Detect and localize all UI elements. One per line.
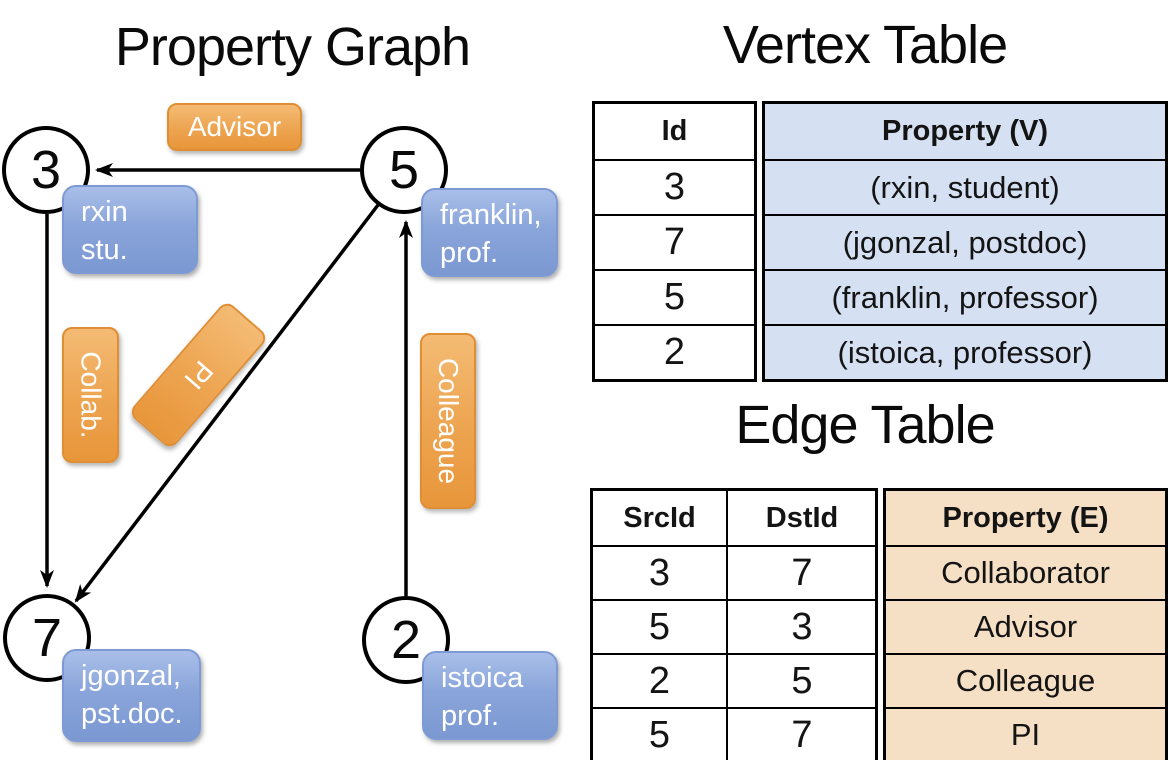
vertex-property-box-7: jgonzal, pst.doc. [62, 649, 201, 742]
edge-table-title: Edge Table [735, 395, 995, 455]
edge-table-dst-cell: 7 [726, 707, 876, 760]
vertex-table-property-cell: (jgonzal, postdoc) [765, 214, 1165, 269]
vertex-node-7-id: 7 [31, 608, 63, 668]
vertex-node-5: 5 [360, 126, 448, 214]
vertex-table-id-cell: 2 [595, 324, 754, 379]
edge-label-pi-text: PI [178, 355, 220, 396]
edge-label-colleague: Colleague [420, 333, 476, 509]
vertex-property-box-5: franklin, prof. [421, 188, 558, 277]
vertex-property-7-line1: jgonzal, [81, 660, 181, 692]
edge-table-dst-cell: 7 [726, 545, 876, 599]
graph-edges-layer [40, 163, 413, 603]
vertex-node-2-id: 2 [390, 610, 422, 670]
vertex-property-box-3: rxin stu. [62, 185, 198, 274]
edge-table-header-dstid: DstId [726, 491, 876, 545]
edge-table-property-cell: PI [886, 707, 1165, 760]
vertex-table-id-cell: 3 [595, 159, 754, 214]
vertex-property-5-line2: prof. [440, 237, 499, 269]
edge-table-property-column: Property (E) Collaborator Advisor Collea… [883, 488, 1168, 760]
edge-arrow-5-to-7 [74, 203, 380, 603]
edge-table-header-property: Property (E) [886, 491, 1165, 545]
vertex-property-2-line2: prof. [441, 700, 500, 732]
edge-label-collaborator: Collab. [62, 327, 119, 463]
edge-table-src-cell: 5 [593, 707, 726, 760]
edge-table-header-srcid: SrcId [623, 501, 696, 534]
edge-label-advisor: Advisor [167, 103, 302, 151]
vertex-property-box-2: istoica prof. [422, 651, 558, 740]
edge-table-id-columns: SrcId DstId 3 7 5 3 2 5 5 7 [590, 488, 878, 760]
edge-table-src-cell: 2 [593, 653, 726, 707]
vertex-table-header-id: Id [661, 115, 688, 147]
edge-table-dst-cell: 5 [726, 653, 876, 707]
property-graph-title: Property Graph [114, 17, 471, 77]
vertex-property-2-line1: istoica [441, 662, 524, 694]
edge-table-property-cell: Advisor [886, 599, 1165, 653]
vertex-table-id-cell: 5 [595, 269, 754, 324]
vertex-property-3-line2: stu. [81, 234, 128, 266]
vertex-table-id-column: Id 3 7 5 2 [592, 101, 757, 382]
vertex-table-property-cell: (istoica, professor) [765, 324, 1165, 379]
edge-table-property-cell: Colleague [886, 653, 1165, 707]
vertex-table-id-cell: 7 [595, 214, 754, 269]
edge-table-property-cell: Collaborator [886, 545, 1165, 599]
vertex-node-2: 2 [362, 596, 450, 684]
vertex-property-7-line2: pst.doc. [81, 698, 183, 730]
edge-table-dst-cell: 3 [726, 599, 876, 653]
vertex-table-property-column: Property (V) (rxin, student) (jgonzal, p… [762, 101, 1168, 382]
edge-table-src-cell: 3 [593, 545, 726, 599]
vertex-table-property-cell: (franklin, professor) [765, 269, 1165, 324]
vertex-table-title: Vertex Table [722, 15, 1008, 75]
vertex-node-3-id: 3 [30, 140, 62, 200]
vertex-node-5-id: 5 [388, 140, 420, 200]
edge-label-collaborator-text: Collab. [75, 351, 107, 439]
vertex-property-5-line1: franklin, [440, 199, 542, 231]
vertex-table-property-cell: (rxin, student) [765, 159, 1165, 214]
vertex-property-3-line1: rxin [81, 196, 128, 228]
vertex-table-header-property: Property (V) [765, 104, 1165, 159]
edge-table-src-cell: 5 [593, 599, 726, 653]
edge-label-advisor-text: Advisor [187, 111, 282, 142]
edge-label-colleague-text: Colleague [433, 357, 465, 485]
